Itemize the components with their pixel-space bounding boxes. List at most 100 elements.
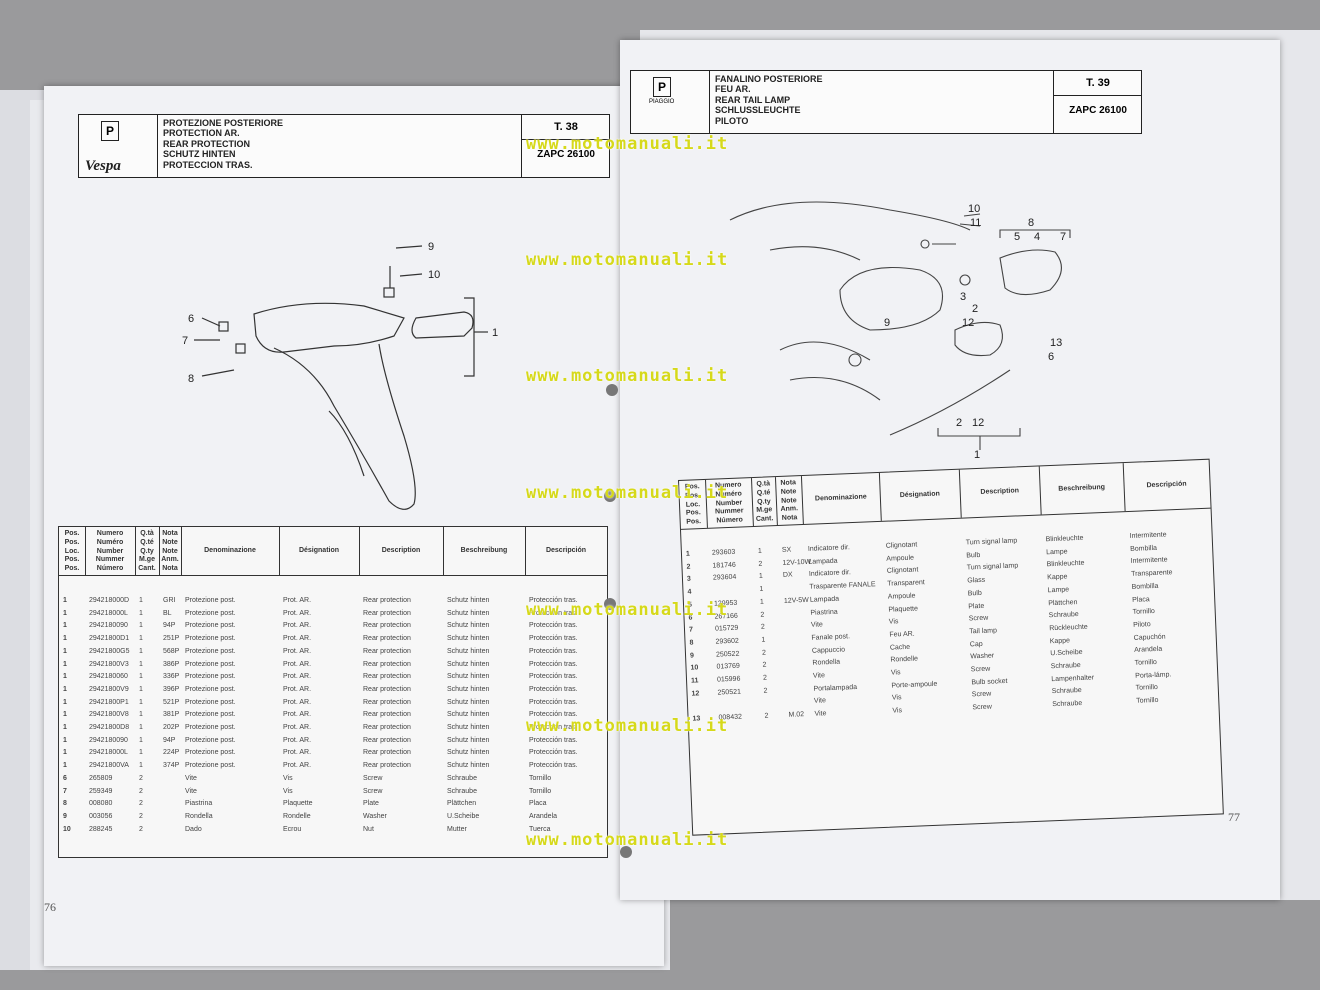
watermark: www.motomanuali.it bbox=[526, 600, 729, 620]
table-ref-cell: T. 39 ZAPC 26100 bbox=[1053, 71, 1142, 133]
table-cell: Schraube bbox=[1050, 661, 1081, 671]
title-line: PROTECCION TRAS. bbox=[163, 159, 253, 170]
callout-label: 10 bbox=[968, 203, 980, 215]
column-divider bbox=[181, 527, 182, 575]
table-cell: 250522 bbox=[715, 650, 740, 659]
table-cell: Rear protection bbox=[363, 635, 411, 643]
title-line: SCHUTZ HINTEN bbox=[163, 149, 236, 160]
table-cell: Prot. AR. bbox=[283, 749, 312, 757]
table-cell: Transparente bbox=[1131, 569, 1173, 578]
table-cell: Protección tras. bbox=[529, 711, 578, 719]
table-cell: 1 bbox=[139, 711, 143, 719]
table-cell: Schraube bbox=[1052, 700, 1083, 709]
table-cell: 294218000D bbox=[89, 597, 130, 604]
table-cell: Indicatore dir. bbox=[807, 544, 851, 553]
table-cell: Kappe bbox=[1047, 573, 1068, 582]
table-cell: Clignotant bbox=[885, 541, 918, 550]
table-cell: 1 bbox=[63, 749, 67, 757]
table-cell: Vis bbox=[283, 774, 293, 782]
table-cell: Vis bbox=[888, 618, 899, 626]
table-cell: 7 bbox=[63, 787, 67, 795]
column-header: Description bbox=[381, 547, 421, 554]
table-cell: 294218000L bbox=[89, 749, 128, 757]
table-cell: 7 bbox=[688, 626, 694, 634]
table-cell: Arandela bbox=[529, 812, 558, 820]
table-cell: 9 bbox=[689, 652, 695, 660]
table-cell: 1 bbox=[63, 736, 67, 744]
table-cell: Tornillo bbox=[1136, 696, 1159, 705]
left-page: P Vespa PROTEZIONE POSTERIORE PROTECTION… bbox=[44, 86, 664, 966]
table-cell: Tornillo bbox=[1134, 658, 1158, 667]
page-number: 76 bbox=[44, 900, 56, 914]
table-cell: 10 bbox=[63, 825, 71, 833]
table-cell: Prot. AR. bbox=[283, 609, 312, 617]
callout-label: 2 bbox=[956, 417, 962, 429]
table-cell: Dado bbox=[185, 825, 202, 833]
callout-label: 13 bbox=[1050, 337, 1062, 349]
table-cell: Rear protection bbox=[363, 647, 411, 655]
column-divider bbox=[525, 527, 526, 575]
table-cell: Protección tras. bbox=[529, 749, 578, 757]
table-cell: 2 bbox=[763, 687, 768, 695]
column-header: Denominazione bbox=[204, 547, 256, 554]
table-cell: Protezione post. bbox=[185, 685, 236, 693]
rear-protection-shape bbox=[253, 302, 405, 353]
table-cell: Protezione post. bbox=[185, 749, 236, 757]
table-cell: 2942180060 bbox=[89, 673, 128, 681]
table-cell: 386P bbox=[163, 660, 180, 668]
table-cell: 015729 bbox=[714, 624, 739, 633]
table-cell: 2 bbox=[139, 787, 143, 795]
table-cell: GRI bbox=[163, 597, 176, 604]
table-cell: Tornillo bbox=[529, 774, 552, 782]
table-cell: 336P bbox=[163, 673, 180, 681]
table-cell: 29421800V9 bbox=[89, 685, 129, 693]
table-cell: 251P bbox=[163, 635, 180, 643]
table-cell: Rear protection bbox=[363, 597, 411, 604]
table-cell: 568P bbox=[163, 647, 180, 655]
table-cell: 1 bbox=[63, 609, 67, 617]
table-cell: Lampenhalter bbox=[1051, 674, 1095, 683]
table-cell: 2 bbox=[758, 560, 763, 568]
table-cell: 1 bbox=[685, 550, 691, 558]
table-cell: Protección tras. bbox=[529, 622, 578, 630]
table-cell: Washer bbox=[363, 812, 387, 820]
table-cell: Schutz hinten bbox=[447, 622, 490, 630]
table-cell: Ecrou bbox=[283, 825, 302, 833]
table-cell: Protección tras. bbox=[529, 647, 578, 655]
table-cell: Prot. AR. bbox=[283, 698, 312, 706]
table-cell: 013769 bbox=[716, 662, 741, 671]
table-cell: U.Scheibe bbox=[447, 812, 480, 820]
callout-label: 12 bbox=[972, 417, 984, 429]
table-cell: 94P bbox=[163, 736, 176, 744]
table-cell: U.Scheibe bbox=[1050, 649, 1083, 658]
table-cell: Indicatore dir. bbox=[808, 569, 852, 579]
table-cell: Rondelle bbox=[890, 655, 919, 664]
table-cell: 2 bbox=[139, 825, 143, 833]
table-cell: 1 bbox=[757, 547, 762, 555]
binding-hole bbox=[606, 384, 618, 396]
table-cell: Bombilla bbox=[1129, 544, 1158, 553]
table-cell: Plate bbox=[363, 800, 379, 808]
table-cell: Prot. AR. bbox=[283, 660, 312, 668]
table-cell: Kappe bbox=[1049, 636, 1071, 645]
table-cell: Cache bbox=[889, 643, 911, 652]
table-number: T. 38 bbox=[554, 121, 578, 133]
table-cell: Protezione post. bbox=[185, 736, 236, 744]
table-cell: Protezione post. bbox=[185, 711, 236, 719]
table-cell: Schraube bbox=[1051, 687, 1082, 696]
table-cell: 265809 bbox=[89, 774, 113, 782]
table-cell: BL bbox=[163, 609, 172, 617]
table-cell: Clignotant bbox=[886, 566, 919, 576]
table-cell: 2 bbox=[764, 712, 769, 720]
table-cell: 12V-10W bbox=[782, 558, 812, 567]
title-line: PILOTO bbox=[715, 115, 749, 126]
callout-label: 9 bbox=[884, 317, 890, 329]
table-cell: 294218000L bbox=[89, 609, 128, 617]
table-cell: Protección tras. bbox=[529, 724, 578, 731]
binding-hole bbox=[604, 598, 616, 610]
table-cell: Bombilla bbox=[1131, 582, 1159, 591]
